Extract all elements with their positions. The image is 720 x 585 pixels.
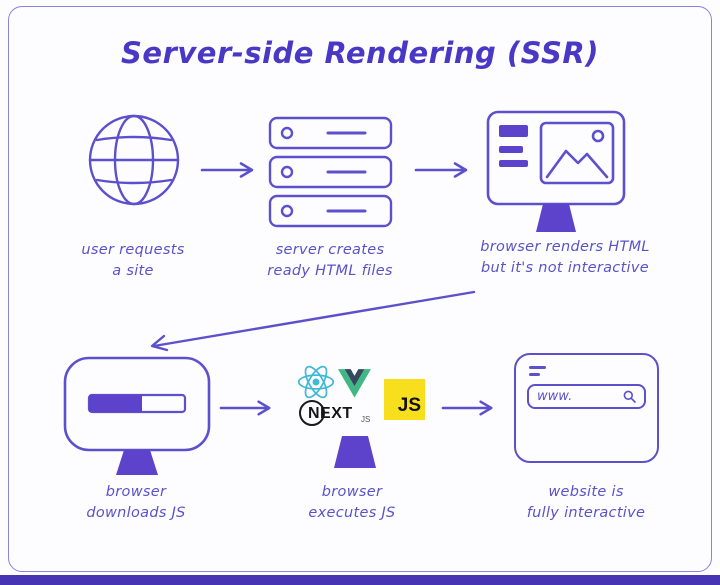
step-label-user-requests: user requests a site	[81, 242, 185, 280]
menu-line-icon	[529, 366, 546, 369]
step-label-browser-renders: browser renders HTML but it's not intera…	[480, 239, 650, 277]
frameworks-group: JS NEXT JS	[285, 360, 430, 472]
nextjs-logo: NEXT JS	[299, 399, 379, 429]
diagonal-arrow-icon	[150, 290, 476, 352]
arrow-right-icon	[441, 400, 493, 416]
arrow-right-icon	[200, 162, 254, 178]
js-badge-label: JS	[397, 395, 421, 416]
js-badge: JS	[384, 379, 425, 420]
globe-icon	[88, 114, 180, 206]
address-bar: www.	[527, 384, 646, 409]
arrow-right-icon	[219, 400, 271, 416]
page-title: Server-side Rendering (SSR)	[121, 36, 599, 70]
monitor-loading-icon	[63, 356, 211, 475]
step-label-browser-executes: browser executes JS	[308, 484, 396, 522]
vue-icon	[338, 369, 371, 398]
step-label-browser-downloads: browser downloads JS	[86, 484, 186, 522]
arrow-right-icon	[414, 162, 468, 178]
magnifier-icon	[623, 390, 636, 403]
diagram-border	[8, 6, 712, 572]
frameworks-stand-icon	[334, 436, 376, 468]
nextjs-circle-icon	[299, 400, 325, 426]
address-text: www.	[537, 389, 573, 404]
nextjs-text: NEXT	[308, 405, 353, 422]
step-label-server-creates: server creates ready HTML files	[267, 242, 393, 280]
bottom-accent-bar	[0, 575, 720, 585]
browser-window-icon: www.	[514, 353, 659, 463]
nextjs-sub-text: JS	[361, 415, 371, 424]
monitor-browser-icon	[486, 110, 626, 232]
step-label-website-interactive: website is fully interactive	[526, 484, 646, 522]
menu-line-icon	[529, 373, 540, 376]
server-stack-icon	[268, 116, 393, 228]
react-icon	[297, 365, 335, 399]
